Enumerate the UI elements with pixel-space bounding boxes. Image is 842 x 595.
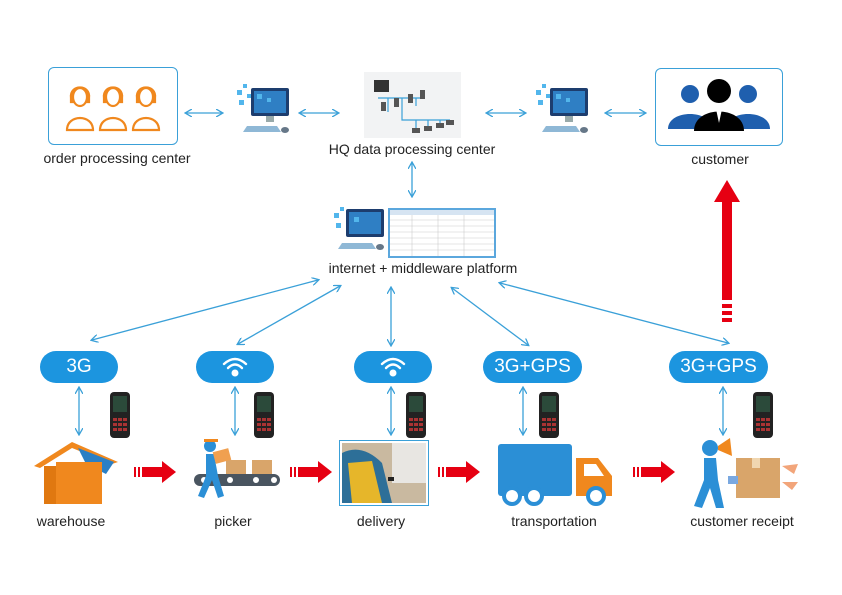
order-processing-center-box bbox=[48, 67, 178, 145]
red-flow-arrow-icon bbox=[290, 461, 332, 483]
stage-label-delivery: delivery bbox=[356, 513, 406, 529]
hq-label: HQ data processing center bbox=[328, 141, 496, 157]
link-platform-gps2 bbox=[500, 283, 728, 343]
network-wifi-2 bbox=[354, 351, 432, 383]
handheld-terminal-icon bbox=[254, 392, 274, 438]
computer-icon bbox=[237, 84, 289, 133]
picker-icon bbox=[194, 439, 280, 498]
handheld-terminal-icon bbox=[753, 392, 773, 438]
wifi-icon bbox=[380, 357, 406, 377]
red-flow-arrow-icon bbox=[134, 461, 176, 483]
customer-box bbox=[655, 68, 783, 146]
spreadsheet-screenshot bbox=[388, 208, 496, 258]
red-up-arrow-icon bbox=[714, 180, 740, 322]
handheld-terminal-icon bbox=[406, 392, 426, 438]
stage-label-picker: picker bbox=[214, 513, 252, 529]
link-platform-3g bbox=[92, 280, 318, 340]
link-platform-wifi1 bbox=[238, 286, 340, 344]
hq-network-image bbox=[364, 72, 461, 138]
wifi-icon bbox=[222, 357, 248, 377]
handheld-terminal-icon bbox=[110, 392, 130, 438]
customers-icon bbox=[668, 79, 770, 131]
delivery-photo bbox=[339, 440, 429, 506]
stage-label-transportation: transportation bbox=[511, 513, 597, 529]
customer-receipt-icon bbox=[694, 438, 798, 508]
network-3g: 3G bbox=[40, 351, 118, 383]
red-flow-arrow-icon bbox=[438, 461, 480, 483]
computer-icon bbox=[334, 207, 384, 250]
network-3g-gps-2: 3G+GPS bbox=[669, 351, 768, 383]
link-platform-gps1 bbox=[452, 288, 528, 345]
platform-label: internet + middleware platform bbox=[328, 260, 518, 276]
truck-icon bbox=[498, 444, 612, 506]
customer-label: customer bbox=[691, 151, 749, 167]
warehouse-icon bbox=[34, 442, 118, 504]
operators-icon bbox=[65, 86, 161, 132]
red-flow-arrow-icon bbox=[633, 461, 675, 483]
network-wifi-1 bbox=[196, 351, 274, 383]
stage-label-warehouse: warehouse bbox=[36, 513, 106, 529]
stage-label-customer-receipt: customer receipt bbox=[690, 513, 794, 529]
network-3g-gps-1: 3G+GPS bbox=[483, 351, 582, 383]
handheld-terminal-icon bbox=[539, 392, 559, 438]
computer-icon bbox=[536, 84, 588, 133]
order-processing-center-label: order processing center bbox=[43, 150, 191, 166]
